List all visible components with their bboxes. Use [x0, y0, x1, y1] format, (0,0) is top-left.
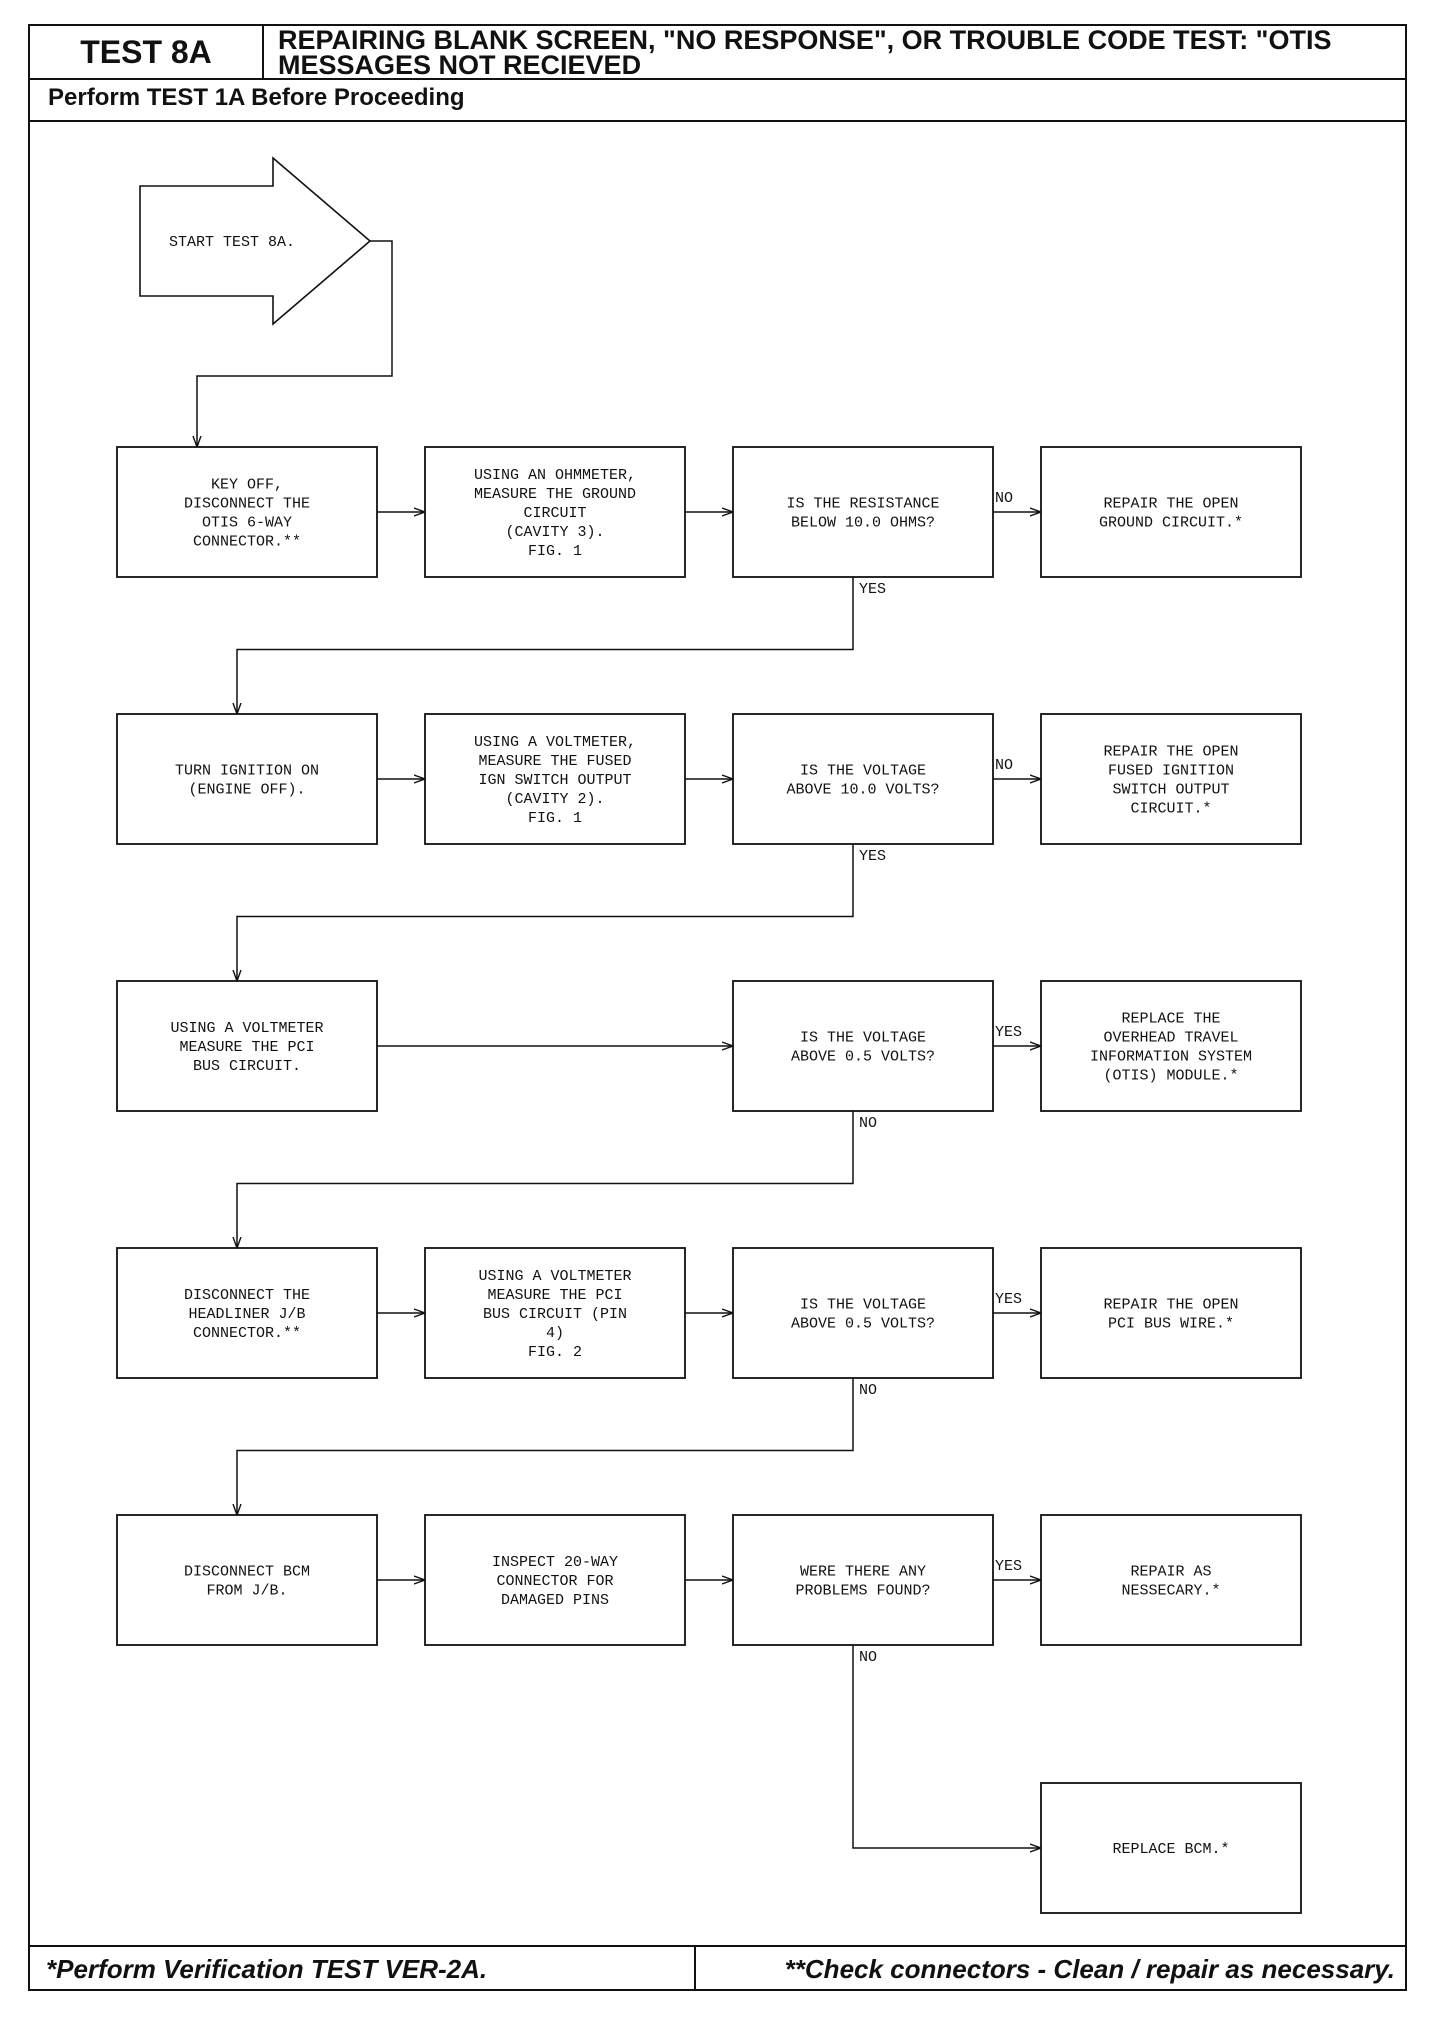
test-subtitle: Perform TEST 1A Before Proceeding [48, 84, 465, 111]
flow-box [116, 980, 378, 1112]
footer-note-connectors: **Check connectors - Clean / repair as n… [784, 1954, 1395, 1984]
footer-note-verification: *Perform Verification TEST VER-2A. [46, 1954, 488, 1984]
flow-node-text: TURN IGNITION ON(ENGINE OFF). [175, 763, 319, 799]
flow-box [116, 1247, 378, 1379]
test-sheet: TEST 8A REPAIRING BLANK SCREEN, "NO RESP… [28, 24, 1407, 1991]
edge-label-no: NO [995, 757, 1013, 774]
flow-box [116, 713, 378, 845]
flow-edge [852, 1645, 1041, 1848]
edge-label-yes: YES [995, 1558, 1022, 1575]
flow-box [424, 713, 686, 845]
test-id: TEST 8A [80, 33, 212, 70]
flow-box [732, 1514, 994, 1646]
header-title-rule [264, 78, 1405, 80]
flow-box [732, 980, 994, 1112]
flow-box [424, 1247, 686, 1379]
flow-box [732, 446, 994, 578]
flow-box [116, 1514, 378, 1646]
edge-label-yes: YES [995, 1291, 1022, 1308]
flow-box [1040, 446, 1302, 578]
flow-edge [237, 1378, 854, 1515]
header-divider [30, 120, 1405, 122]
edge-label-yes: YES [859, 581, 886, 598]
test-title: REPAIRING BLANK SCREEN, "NO RESPONSE", O… [278, 25, 1332, 80]
edge-label-no: NO [859, 1649, 877, 1666]
flow-node-start: START TEST 8A. [139, 156, 372, 326]
footer-column-divider [694, 1945, 696, 1991]
flow-box [1040, 713, 1302, 845]
flow-box [1040, 980, 1302, 1112]
flow-box [732, 1247, 994, 1379]
flow-node-r6d: REPLACE BCM.* [1040, 1782, 1302, 1914]
flow-box [1040, 1782, 1302, 1914]
flow-box [424, 1514, 686, 1646]
flow-box [1040, 1514, 1302, 1646]
flow-edge [197, 240, 393, 447]
flow-box [116, 446, 378, 578]
edge-label-yes: YES [859, 848, 886, 865]
test-id-badge: TEST 8A [30, 26, 264, 80]
flow-node-r2a: TURN IGNITION ON(ENGINE OFF). [116, 713, 378, 845]
flow-edge [237, 577, 854, 714]
flow-edge [237, 1111, 854, 1248]
start-arrow-shape [139, 156, 372, 326]
flow-node-text: REPLACE BCM.* [1112, 1841, 1229, 1858]
footer-divider [30, 1945, 1405, 1947]
edge-label-no: NO [859, 1382, 877, 1399]
edge-label-no: NO [859, 1115, 877, 1132]
flow-box [424, 446, 686, 578]
edge-label-yes: YES [995, 1024, 1022, 1041]
edge-label-no: NO [995, 490, 1013, 507]
flow-box [732, 713, 994, 845]
flow-node-text: START TEST 8A. [169, 234, 295, 251]
flow-edge [237, 844, 854, 981]
flow-box [1040, 1247, 1302, 1379]
